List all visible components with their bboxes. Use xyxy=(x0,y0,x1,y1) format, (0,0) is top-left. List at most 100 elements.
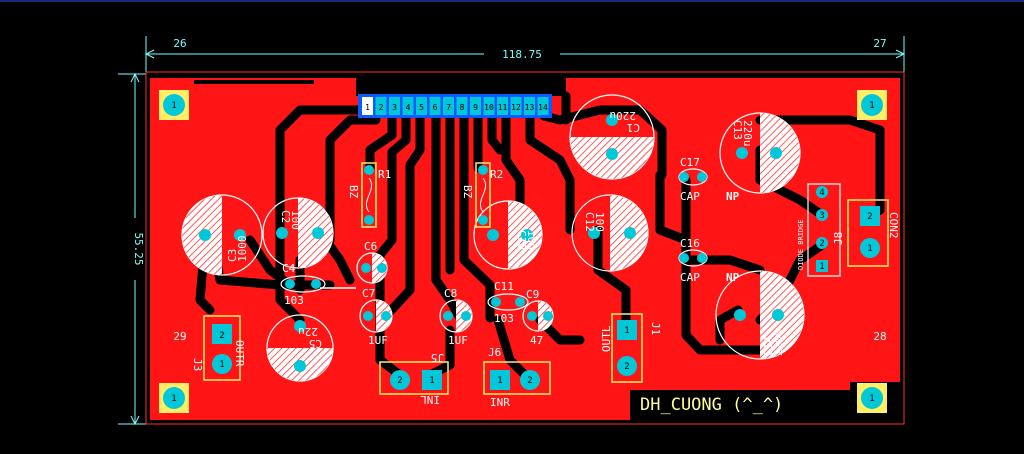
np-label-bottom: NP xyxy=(726,271,740,284)
j1-ref: J1 xyxy=(649,322,662,335)
c7-value: 1UF xyxy=(368,334,388,347)
designer-signature: DH_CUONG (^_^) xyxy=(640,395,783,415)
corner-label-28: 28 xyxy=(873,330,886,343)
header-pin-label: 8 xyxy=(460,103,465,112)
c9-value: 47 xyxy=(530,334,543,347)
resistor-r2: R2 BZ xyxy=(461,162,503,228)
c7-ref: C7 xyxy=(362,287,375,300)
capacitor-c9: C9 47 xyxy=(522,288,554,347)
svg-text:2: 2 xyxy=(527,376,532,386)
capacitor-c12: C12 100 xyxy=(571,194,649,272)
mount-hole-top-left: 1 xyxy=(159,90,189,120)
c4-ref: C4 xyxy=(282,262,296,275)
svg-text:1: 1 xyxy=(867,244,872,254)
resistor-r1: R1 BZ xyxy=(347,162,391,228)
capacitor-c1: C1 220u xyxy=(569,94,655,180)
mount-hole-bottom-right: 1 xyxy=(857,383,887,413)
header-pin-label: 2 xyxy=(379,103,384,112)
c3-ref: C3 xyxy=(226,249,239,262)
c11-ref: C11 xyxy=(494,280,514,293)
capacitor-c11: C11 103 xyxy=(487,280,529,325)
c16-value: CAP xyxy=(680,271,700,284)
r2-value: BZ xyxy=(461,185,474,199)
capacitor-c6: C6 xyxy=(356,240,388,284)
connector-j8: 2 1 J8 CON2 xyxy=(832,199,900,267)
c4-value: 103 xyxy=(284,294,304,307)
c1-ref: C1 xyxy=(627,121,640,134)
header-pin xyxy=(416,97,427,115)
width-dimension-label: 118.75 xyxy=(502,48,542,61)
r1-ref: R1 xyxy=(378,168,391,181)
mount-hole-top-right: 1 xyxy=(857,90,887,120)
height-dimension-label: 55.25 xyxy=(132,232,145,265)
header-pin-label: 9 xyxy=(473,103,478,112)
svg-text:1: 1 xyxy=(869,394,874,404)
header-pin-label: 4 xyxy=(406,103,411,112)
svg-text:1: 1 xyxy=(869,101,874,111)
header-pin xyxy=(456,97,468,115)
bridge-label: DIODE BRIDGE xyxy=(797,219,805,270)
c2-value: 100 xyxy=(289,210,302,230)
svg-text:2: 2 xyxy=(397,376,402,386)
svg-text:2: 2 xyxy=(819,239,824,249)
dimension-horizontal xyxy=(144,36,906,72)
header-pin-label: 6 xyxy=(433,103,438,112)
header-pin xyxy=(402,97,414,115)
header-pin xyxy=(537,97,549,115)
svg-text:1: 1 xyxy=(171,101,176,111)
svg-text:1: 1 xyxy=(819,262,824,272)
c10-value: 10u xyxy=(525,230,538,250)
j3-ref: J3 xyxy=(191,358,204,371)
board-outline xyxy=(145,71,905,425)
connector-j6: 1 2 J6 INR xyxy=(483,346,551,409)
svg-text:3: 3 xyxy=(819,211,824,221)
c8-value: 1UF xyxy=(448,334,468,347)
svg-text:2: 2 xyxy=(624,362,629,372)
c5-value: 22u xyxy=(298,325,318,338)
j8-value: CON2 xyxy=(887,212,900,239)
pour-gap xyxy=(194,80,314,84)
j5-value: INL xyxy=(420,393,440,406)
dimension-vertical xyxy=(118,72,146,426)
header-pin-label: 12 xyxy=(511,103,521,112)
right-reference-label: 27 xyxy=(873,37,886,50)
c11-value: 103 xyxy=(494,312,514,325)
header-pin xyxy=(524,97,535,115)
header-pin xyxy=(389,97,400,115)
header-pin-label: 7 xyxy=(446,103,451,112)
capacitor-c8: C8 1UF xyxy=(439,287,473,347)
corner-label-29: 29 xyxy=(173,330,186,343)
c6-ref: C6 xyxy=(364,240,377,253)
c8-ref: C8 xyxy=(444,287,457,300)
c2-ref: C2 xyxy=(279,210,292,223)
c3-value: 1000 xyxy=(236,236,249,263)
c14-ref: C14 xyxy=(762,336,775,356)
header-pin xyxy=(510,97,522,115)
capacitor-c4: C4 103 xyxy=(280,262,356,307)
left-reference-label: 26 xyxy=(173,37,186,50)
c13-value: 220u xyxy=(741,120,754,147)
header-pin xyxy=(470,97,481,115)
header-pin-label: 3 xyxy=(392,103,397,112)
j8-ref: J8 xyxy=(832,232,845,245)
header-pin xyxy=(497,97,508,115)
header-pin-label: 11 xyxy=(498,103,508,112)
header-pin-label: 5 xyxy=(419,103,424,112)
diode-bridge: 4 3 2 1 DIODE BRIDGE xyxy=(797,183,841,277)
mount-hole-bottom-left: 1 xyxy=(159,383,189,413)
svg-text:1: 1 xyxy=(171,394,176,404)
header-pin xyxy=(483,97,495,115)
capacitor-c16: C16 CAP xyxy=(678,237,708,284)
svg-text:1: 1 xyxy=(219,360,224,370)
c14-value: 2200 xyxy=(772,330,785,357)
j5-ref: J5 xyxy=(431,351,444,364)
c13-ref: C13 xyxy=(731,120,744,140)
connector-j5: 2 1 J5 INL xyxy=(379,351,449,406)
capacitor-c14: C14 2200 xyxy=(715,270,805,360)
capacitor-c13: C13 220u xyxy=(719,112,801,194)
j3-value: OUTR xyxy=(233,340,246,367)
j6-ref: J6 xyxy=(488,346,501,359)
connector-j1: 1 2 OUTL J1 xyxy=(600,313,662,383)
